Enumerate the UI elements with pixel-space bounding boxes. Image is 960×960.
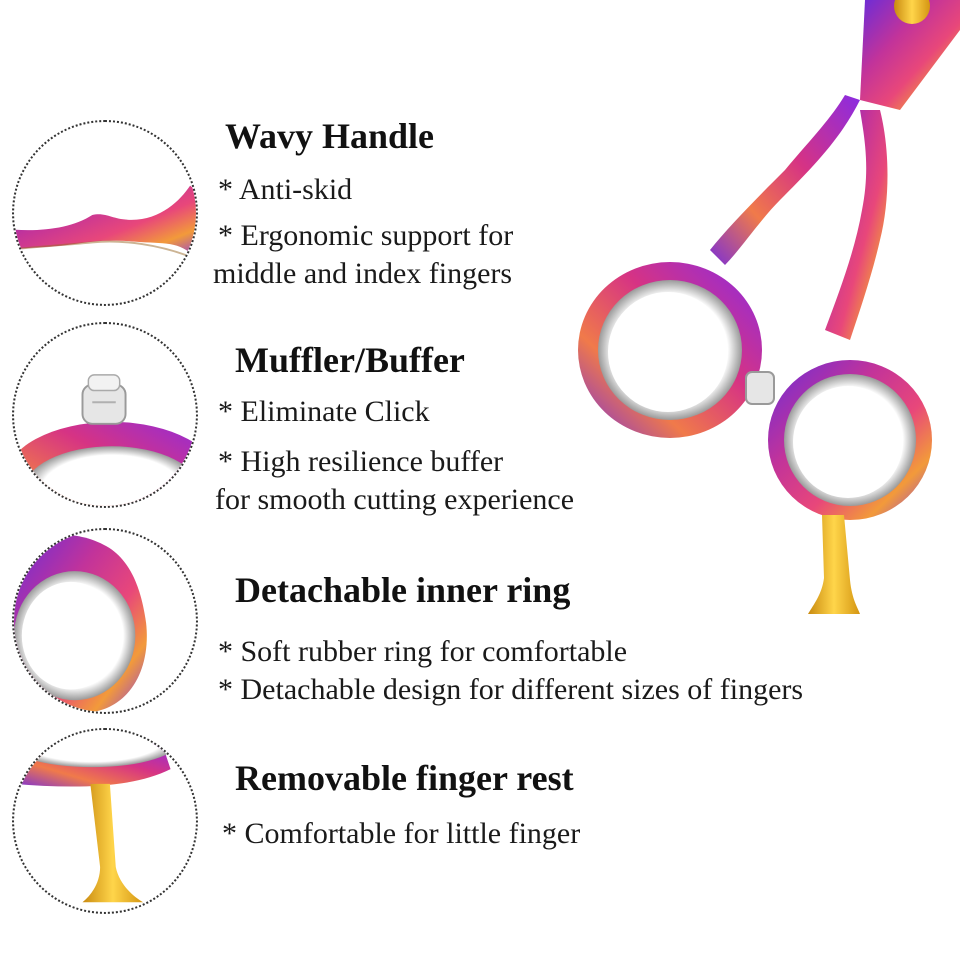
feature-line: middle and index fingers xyxy=(213,257,513,290)
feature-title-detachable-ring: Detachable inner ring xyxy=(235,570,571,610)
wavy-handle-closeup xyxy=(12,120,198,306)
scissors-image xyxy=(560,0,960,640)
wavy-handle-icon xyxy=(14,185,196,260)
muffler-buffer-icon xyxy=(14,374,196,506)
inner-ring-icon xyxy=(14,534,147,712)
scissors-icon xyxy=(578,0,960,614)
feature-title-finger-rest: Removable finger rest xyxy=(235,758,574,798)
feature-line: for smooth cutting experience xyxy=(215,483,575,516)
finger-rest-icon xyxy=(14,730,181,903)
feature-line: * High resilience buffer xyxy=(218,445,504,478)
feature-title-muffler-buffer: Muffler/Buffer xyxy=(235,340,465,380)
feature-line: * Anti-skid xyxy=(218,173,353,206)
finger-rest-closeup xyxy=(12,728,198,914)
feature-line: * Eliminate Click xyxy=(218,395,430,428)
feature-title-wavy-handle: Wavy Handle xyxy=(225,116,435,156)
feature-line: * Ergonomic support for xyxy=(218,219,514,252)
feature-line: * Soft rubber ring for comfortable xyxy=(218,635,628,668)
feature-line: * Detachable design for different sizes … xyxy=(218,673,804,706)
muffler-buffer-closeup xyxy=(12,322,198,508)
inner-ring-closeup xyxy=(12,528,198,714)
feature-line: * Comfortable for little finger xyxy=(222,817,581,850)
